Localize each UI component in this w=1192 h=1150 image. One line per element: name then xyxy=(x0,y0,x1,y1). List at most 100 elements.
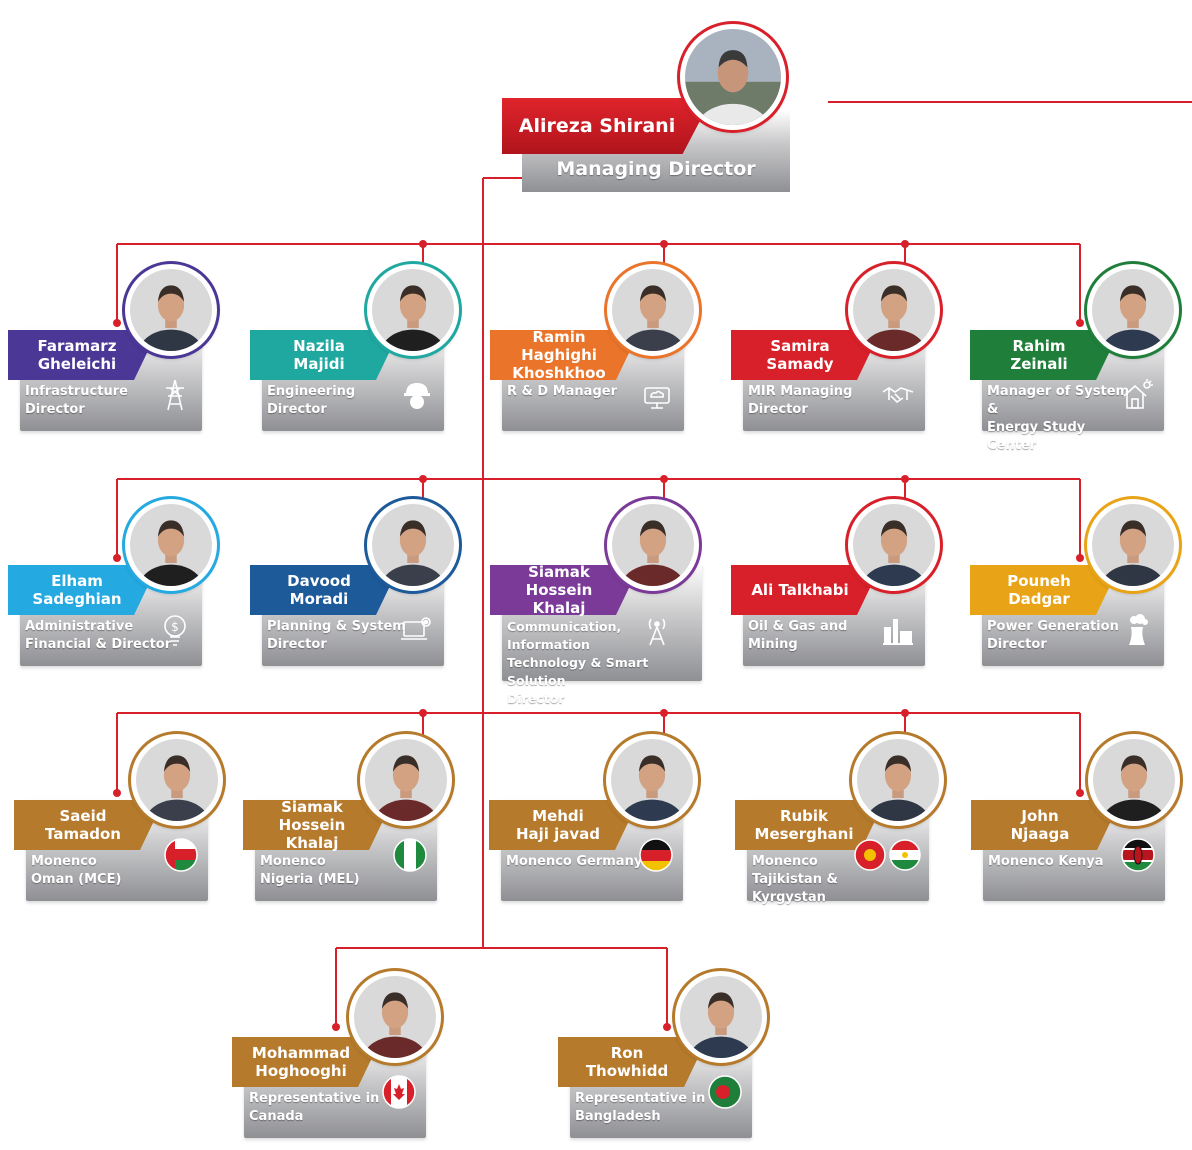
connector-dot xyxy=(901,709,909,717)
cloud-monitor-icon xyxy=(640,378,674,412)
person-name: Davood Moradi xyxy=(287,572,351,608)
solar-house-icon xyxy=(1120,378,1154,412)
name-banner xyxy=(731,565,881,615)
avatar xyxy=(675,971,767,1063)
person-role: Oil & Gas and Mining xyxy=(748,619,848,652)
avatar xyxy=(1087,499,1179,591)
person-name: Samira Samady xyxy=(766,337,834,373)
name-banner xyxy=(558,1037,708,1087)
connector-dot xyxy=(1076,554,1084,562)
name-banner xyxy=(731,330,881,380)
refinery-icon xyxy=(881,613,915,647)
connector-dot xyxy=(419,709,427,717)
person-name: Rahim Zeinali xyxy=(1010,337,1068,373)
name-banner xyxy=(970,330,1120,380)
connector-dot xyxy=(113,789,121,797)
kyrgyzstan-tajikistan-flags-icon xyxy=(853,838,923,872)
laptop-gear-icon xyxy=(400,613,434,647)
person-role: Monenco Germany xyxy=(506,854,643,869)
antenna-icon xyxy=(640,613,674,647)
name-banner xyxy=(735,800,885,850)
connector-dot xyxy=(113,554,121,562)
connector-dot xyxy=(1076,789,1084,797)
connector-dot xyxy=(660,709,668,717)
person-name: Pouneh Dadgar xyxy=(1007,572,1071,608)
connector-dot xyxy=(419,240,427,248)
person-role: Monenco Nigeria (MEL) xyxy=(260,854,360,887)
person-name: Elham Sadeghian xyxy=(32,572,122,608)
lightbulb-dollar-icon: $ xyxy=(158,613,192,647)
person-role: Infrastructure Director xyxy=(25,384,128,417)
name-banner xyxy=(250,330,400,380)
avatar xyxy=(125,264,217,356)
person-name: Ali Talkhabi xyxy=(751,581,849,599)
avatar xyxy=(680,24,786,130)
avatar xyxy=(852,734,944,826)
person-name: Mehdi Haji javad xyxy=(515,807,601,843)
person-name: Siamak Hossein Khalaj xyxy=(278,798,346,852)
person-name: Ron Thowhidd xyxy=(585,1044,669,1080)
person-role: Manager of System & Energy Study Center xyxy=(987,384,1130,453)
name-banner xyxy=(489,800,639,850)
avatar xyxy=(848,499,940,591)
name-banner xyxy=(490,565,640,615)
person-role: Monenco Kenya xyxy=(988,854,1104,869)
nigeria-flag-icon xyxy=(393,838,427,872)
person-role: MIR Managing Director xyxy=(748,384,853,417)
connector-dot xyxy=(113,319,121,327)
avatar xyxy=(607,499,699,591)
name-banner xyxy=(250,565,400,615)
avatar xyxy=(1088,734,1180,826)
canada-flag-icon xyxy=(382,1075,416,1109)
avatar xyxy=(848,264,940,356)
name-banner xyxy=(8,330,158,380)
person-role: Power Generation Director xyxy=(987,619,1119,652)
connector-dot xyxy=(332,1023,340,1031)
person-name: Faramarz Gheleichi xyxy=(37,337,117,373)
avatar xyxy=(349,971,441,1063)
avatar xyxy=(1087,264,1179,356)
connector-dot xyxy=(901,475,909,483)
avatar xyxy=(607,264,699,356)
name-banner xyxy=(243,800,393,850)
name-banner xyxy=(490,330,640,380)
connector-dot xyxy=(660,240,668,248)
engineer-helmet-icon xyxy=(400,378,434,412)
connector-dot xyxy=(663,1023,671,1031)
name-banner xyxy=(971,800,1121,850)
name-banner xyxy=(502,98,712,154)
germany-flag-icon xyxy=(639,838,673,872)
person-name: Ramin Haghighi Khoshkhoo xyxy=(512,328,606,382)
cooling-tower-icon xyxy=(1120,613,1154,647)
person-role: Monenco Tajikistan & Kyrgystan xyxy=(752,854,838,905)
avatar xyxy=(125,499,217,591)
name-banner xyxy=(14,800,164,850)
person-role: Engineering Director xyxy=(267,384,356,417)
connector-dot xyxy=(660,475,668,483)
person-role: R & D Manager xyxy=(507,384,617,399)
svg-text:$: $ xyxy=(171,620,179,634)
name-banner xyxy=(232,1037,382,1087)
person-role: Managing Director xyxy=(556,158,756,180)
person-role: Administrative Financial & Director xyxy=(25,619,172,652)
person-role: Monenco Oman (MCE) xyxy=(31,854,122,887)
power-tower-icon xyxy=(158,378,192,412)
person-role: Planning & System Director xyxy=(267,619,406,652)
